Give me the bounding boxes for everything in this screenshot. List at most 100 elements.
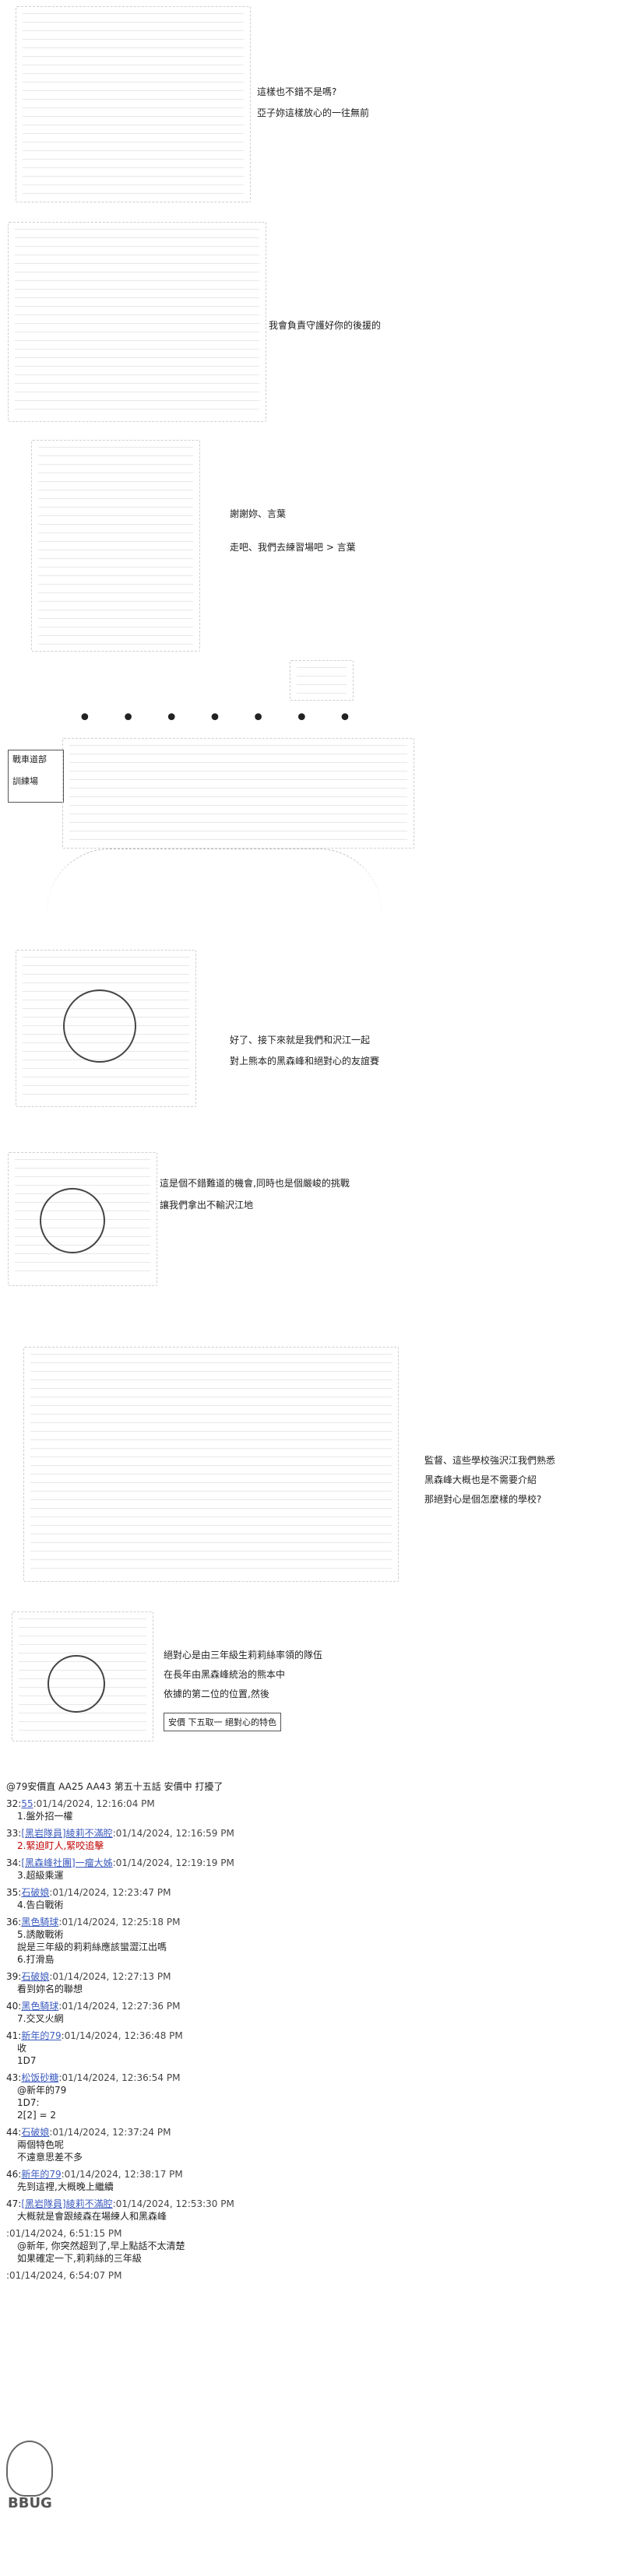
post-body: 先到這裡,大概晚上繼續: [17, 2181, 114, 2192]
character-face: [48, 1655, 105, 1713]
post-header: :01/14/2024, 6:54:07 PM: [6, 2269, 614, 2282]
sign-text: 訓練場: [12, 776, 38, 786]
post-header: 34:[黑森峰社團]一瘤大姊:01/14/2024, 12:19:19 PM: [6, 1857, 614, 1869]
ascii-art-panel-2: [8, 222, 266, 422]
dialogue-line: 好了、接下來就是我們和沢江一起: [230, 1035, 371, 1046]
post-number: 36:: [6, 1917, 22, 1928]
dialogue-line: 這是個不錯難道的機會,同時也是個嚴峻的挑戰: [160, 1178, 350, 1189]
ellipsis-dots: •••••••: [78, 705, 382, 732]
post-body: 2.緊迫盯人,緊咬追擊: [17, 1840, 104, 1851]
ascii-art-panel-6: [23, 1347, 399, 1582]
post-author-link[interactable]: 石破娘: [21, 2127, 50, 2138]
choice-box: 安價 下五取一 絕對心的特色: [164, 1713, 281, 1731]
dialogue-line: 絕對心是由三年級生莉莉絲率領的隊伍: [164, 1650, 323, 1661]
dialogue-line: 在長年由黑森峰統治的熊本中: [164, 1669, 286, 1680]
post-author-link[interactable]: 55: [21, 1798, 33, 1809]
post-number: 40:: [6, 2001, 22, 2012]
post-header: 40:黑色騎球:01/14/2024, 12:27:36 PM: [6, 2000, 614, 2012]
post-date: :01/14/2024, 12:16:59 PM: [112, 1828, 234, 1839]
post-date: :01/14/2024, 12:37:24 PM: [49, 2127, 171, 2138]
post-header: 39:石破娘:01/14/2024, 12:27:13 PM: [6, 1970, 614, 1983]
post-date: :01/14/2024, 6:51:15 PM: [6, 2228, 122, 2239]
site-logo-text: BBUG: [8, 2495, 52, 2511]
post-header: 35:石破娘:01/14/2024, 12:23:47 PM: [6, 1886, 614, 1899]
post-author-link[interactable]: [黑岩隊員]綾莉不滿腔: [21, 1828, 113, 1839]
airplane-art: [290, 660, 354, 701]
dialogue-line: 依據的第二位的位置,然後: [164, 1689, 269, 1699]
post-body: 大概就是會跟綾森在場練人和黑森峰: [17, 2211, 167, 2222]
post-author-link[interactable]: 黑色騎球: [21, 2001, 59, 2012]
post-author-link[interactable]: 石破娘: [21, 1887, 50, 1898]
dialogue-line: 黑森峰大概也是不需要介紹: [424, 1474, 537, 1485]
dialogue-line: 讓我們拿出不輸沢江地: [160, 1200, 254, 1211]
ascii-art-arc: [47, 849, 382, 912]
post-body: 4.告白戰術: [17, 1899, 64, 1910]
post-header: 32:55:01/14/2024, 12:16:04 PM: [6, 1798, 614, 1810]
dialogue-line: 監督、這些學校強沢江我們熟悉: [424, 1455, 556, 1466]
post-header: 44:石破娘:01/14/2024, 12:37:24 PM: [6, 2126, 614, 2138]
post-body: 5.誘敵戰術 說是三年級的莉莉絲應該蠻澀江出嗎 6.打滑島: [17, 1929, 167, 1965]
post-date: :01/14/2024, 12:16:04 PM: [33, 1798, 155, 1809]
post-header: 43:松饭砂糖:01/14/2024, 12:36:54 PM: [6, 2072, 614, 2084]
post-date: :01/14/2024, 12:53:30 PM: [112, 2198, 234, 2209]
character-face: [40, 1188, 105, 1253]
ascii-art-panel-4: [16, 950, 196, 1107]
dialogue-line: 走吧、我們去練習場吧 > 言葉: [230, 542, 356, 553]
post-body: 7.交叉火網: [17, 2013, 64, 2024]
post-header: 46:新年的79:01/14/2024, 12:38:17 PM: [6, 2168, 614, 2181]
post-number: 47:: [6, 2198, 22, 2209]
post-author-link[interactable]: [黑森峰社團]一瘤大姊: [21, 1857, 113, 1868]
post-author-link[interactable]: 新年的79: [21, 2030, 62, 2041]
post-body: @新年的79 1D7: 2[2] = 2: [17, 2085, 67, 2121]
post-number: 39:: [6, 1971, 22, 1982]
post-date: :01/14/2024, 12:25:18 PM: [58, 1917, 181, 1928]
dialogue-line: 這樣也不錯不是嗎?: [257, 86, 337, 97]
post-body: @新年, 你突然超到了,早上點話不太清楚 如果確定一下,莉莉絲的三年級: [17, 2240, 185, 2264]
post-author-link[interactable]: 黑色騎球: [21, 1917, 59, 1928]
post-date: :01/14/2024, 12:27:36 PM: [58, 2001, 181, 2012]
character-face: [63, 989, 136, 1063]
post-number: 34:: [6, 1857, 22, 1868]
post-body: 1.盤外招一權: [17, 1811, 73, 1822]
post-date: :01/14/2024, 12:36:48 PM: [61, 2030, 183, 2041]
post-author-link[interactable]: [黑岩隊員]綾莉不滿腔: [21, 2198, 113, 2209]
post-date: :01/14/2024, 12:36:54 PM: [58, 2072, 181, 2083]
post-date: :01/14/2024, 12:19:19 PM: [112, 1857, 234, 1868]
mascot-logo-icon: [6, 2441, 53, 2497]
dialogue-line: 謝謝妳、言葉: [230, 508, 287, 519]
ascii-art-panel-5: [8, 1152, 157, 1286]
dialogue-line: 亞子妳這樣放心的一往無前: [257, 107, 370, 118]
post-header: :01/14/2024, 6:51:15 PM: [6, 2227, 614, 2240]
post-header: 47:[黑岩隊員]綾莉不滿腔:01/14/2024, 12:53:30 PM: [6, 2198, 614, 2210]
thread: @79安價直 AA25 AA43 第五十五話 安價中 打擾了 32:55:01/…: [6, 1780, 614, 2282]
post-number: 44:: [6, 2127, 22, 2138]
post-number: 46:: [6, 2169, 22, 2180]
sign-text: 戰車道部: [12, 754, 47, 764]
dialogue-line: 我會負責守護好你的後援的: [269, 320, 382, 331]
ascii-art-panel-3: [31, 440, 200, 652]
post-date: :01/14/2024, 12:38:17 PM: [61, 2169, 183, 2180]
post-body: 3.超級乘運: [17, 1870, 64, 1881]
post-header: 36:黑色騎球:01/14/2024, 12:25:18 PM: [6, 1916, 614, 1928]
post-body: 收 1D7: [17, 2043, 37, 2066]
post-number: 43:: [6, 2072, 22, 2083]
post-body: 看到妳名的聯想: [17, 1984, 83, 1994]
post-author-link[interactable]: 松饭砂糖: [21, 2072, 59, 2083]
post-number: 32:: [6, 1798, 22, 1809]
ascii-art-panel-7: [12, 1611, 153, 1741]
post-body: 兩個特色呢 不遠意思差不多: [17, 2139, 83, 2163]
post-number: 33:: [6, 1828, 22, 1839]
post-number: 35:: [6, 1887, 22, 1898]
post-author-link[interactable]: 新年的79: [21, 2169, 62, 2180]
post-date: :01/14/2024, 12:23:47 PM: [49, 1887, 171, 1898]
post-author-link[interactable]: 石破娘: [21, 1971, 50, 1982]
ascii-art-panel-1: [16, 6, 251, 202]
post-number: 41:: [6, 2030, 22, 2041]
post-date: :01/14/2024, 12:27:13 PM: [49, 1971, 171, 1982]
dialogue-line: 那絕對心是個怎麼樣的學校?: [424, 1494, 542, 1505]
dialogue-line: 對上熊本的黑森峰和絕對心的友誼賽: [230, 1056, 380, 1067]
thread-header: @79安價直 AA25 AA43 第五十五話 安價中 打擾了: [6, 1781, 224, 1792]
ascii-art-scenery: [62, 738, 414, 849]
post-header: 41:新年的79:01/14/2024, 12:36:48 PM: [6, 2030, 614, 2042]
